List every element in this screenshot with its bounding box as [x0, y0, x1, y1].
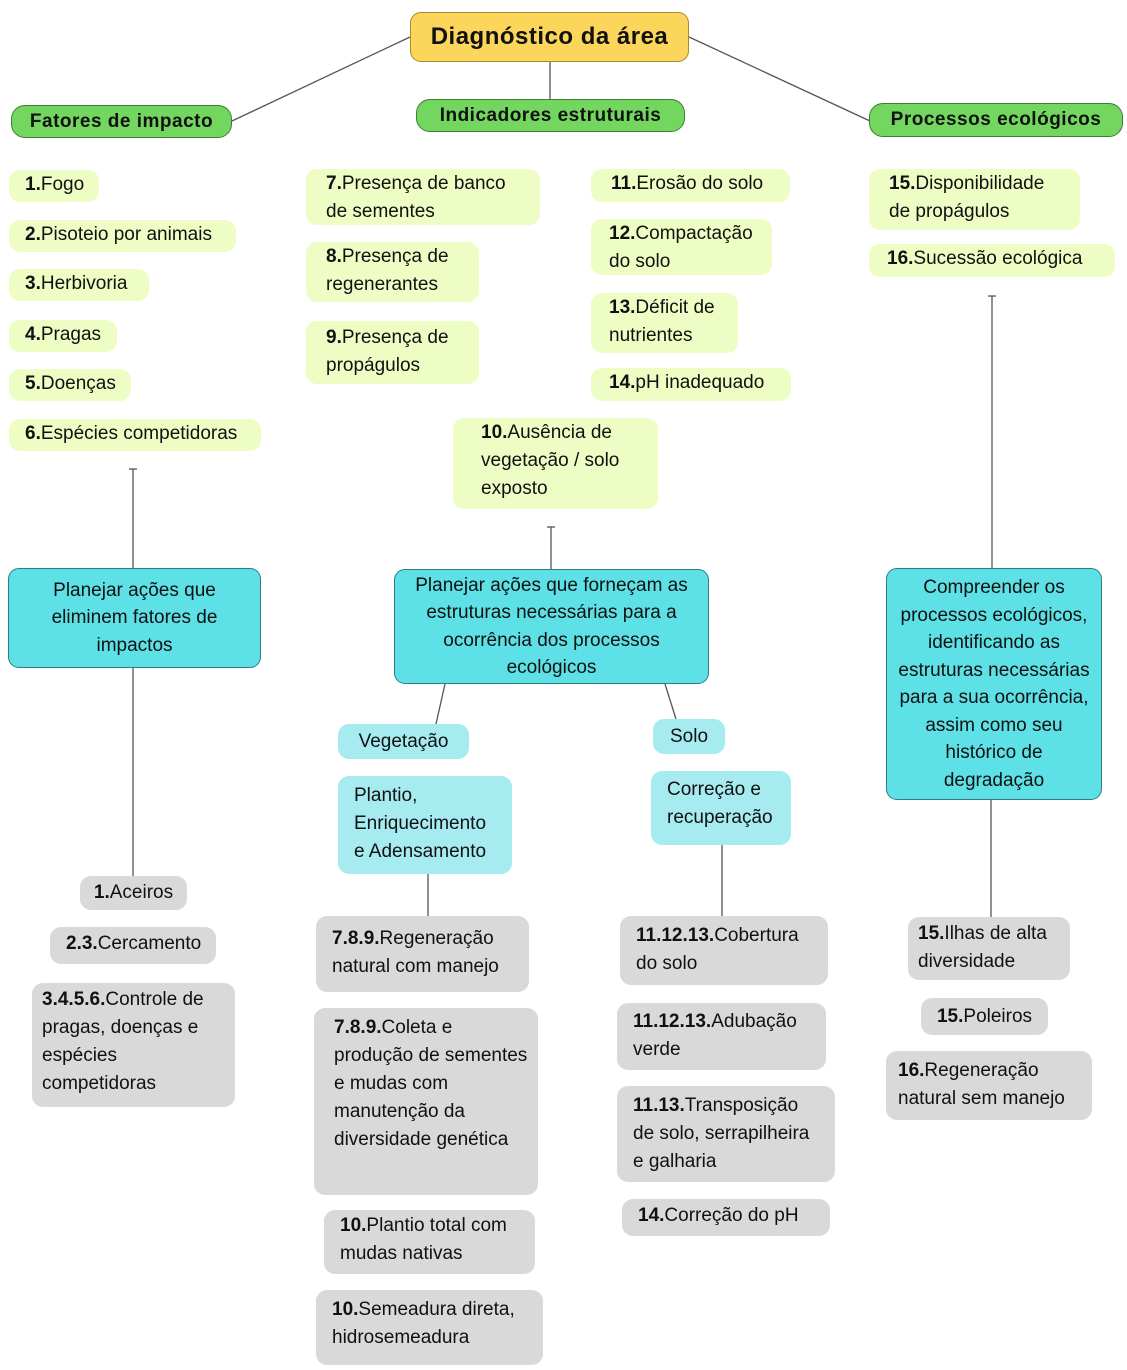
- sub-soil-action: Correção e recuperação: [651, 771, 791, 845]
- action-item: 15.Poleiros: [921, 998, 1048, 1035]
- indicator-item: 4.Pragas: [9, 320, 117, 352]
- action-item: 11.12.13.Cobertura do solo: [620, 916, 828, 985]
- indicator-item: 11.Erosão do solo: [591, 169, 790, 202]
- indicator-item: 9.Presença de propágulos: [306, 321, 479, 384]
- category-impact: Fatores de impacto: [11, 105, 232, 138]
- action-item: 7.8.9.Regeneração natural com manejo: [316, 916, 529, 992]
- indicator-item: 10.Ausência de vegetação / solo exposto: [453, 418, 658, 509]
- sub-vegetation: Vegetação: [338, 724, 469, 759]
- action-item: 7.8.9.Coleta e produção de sementes e mu…: [314, 1008, 538, 1195]
- indicator-item: 16.Sucessão ecológica: [869, 244, 1115, 277]
- category-structural: Indicadores estruturais: [416, 99, 685, 132]
- action-item: 1.Aceiros: [80, 876, 187, 910]
- root-node: Diagnóstico da área: [410, 12, 689, 62]
- plan-ecological: Compreender os processos ecológicos, ide…: [886, 568, 1102, 800]
- action-item: 10.Semeadura direta, hidrosemeadura: [316, 1290, 543, 1365]
- action-item: 11.13.Transposição de solo, serrapilheir…: [617, 1086, 835, 1182]
- indicator-item: 13.Déficit de nutrientes: [591, 293, 738, 353]
- indicator-item: 1.Fogo: [9, 170, 99, 202]
- indicator-item: 15.Disponibilidade de propágulos: [869, 169, 1080, 230]
- indicator-item: 14.pH inadequado: [591, 368, 791, 401]
- indicator-item: 7.Presença de banco de sementes: [306, 169, 540, 225]
- action-item: 3.4.5.6.Controle de pragas, doenças e es…: [32, 983, 235, 1107]
- plan-structural: Planejar ações que forneçam as estrutura…: [394, 569, 709, 684]
- indicator-item: 5.Doenças: [9, 369, 131, 401]
- action-item: 15.Ilhas de alta diversidade: [908, 917, 1070, 980]
- indicator-item: 6.Espécies competidoras: [9, 419, 261, 451]
- action-item: 2.3.Cercamento: [50, 927, 216, 964]
- indicator-item: 2.Pisoteio por animais: [9, 220, 236, 252]
- sub-vegetation-action: Plantio, Enriquecimento e Adensamento: [338, 776, 512, 874]
- indicator-item: 12.Compactação do solo: [591, 219, 772, 275]
- category-ecological: Processos ecológicos: [869, 103, 1123, 137]
- action-item: 16.Regeneração natural sem manejo: [886, 1051, 1092, 1120]
- action-item: 14.Correção do pH: [622, 1199, 830, 1236]
- indicator-item: 3.Herbivoria: [9, 269, 149, 301]
- action-item: 11.12.13.Adubação verde: [617, 1003, 826, 1070]
- action-item: 10.Plantio total com mudas nativas: [324, 1210, 535, 1274]
- indicator-item: 8.Presença de regenerantes: [306, 242, 479, 302]
- sub-soil: Solo: [653, 719, 725, 754]
- plan-impact: Planejar ações que eliminem fatores de i…: [8, 568, 261, 668]
